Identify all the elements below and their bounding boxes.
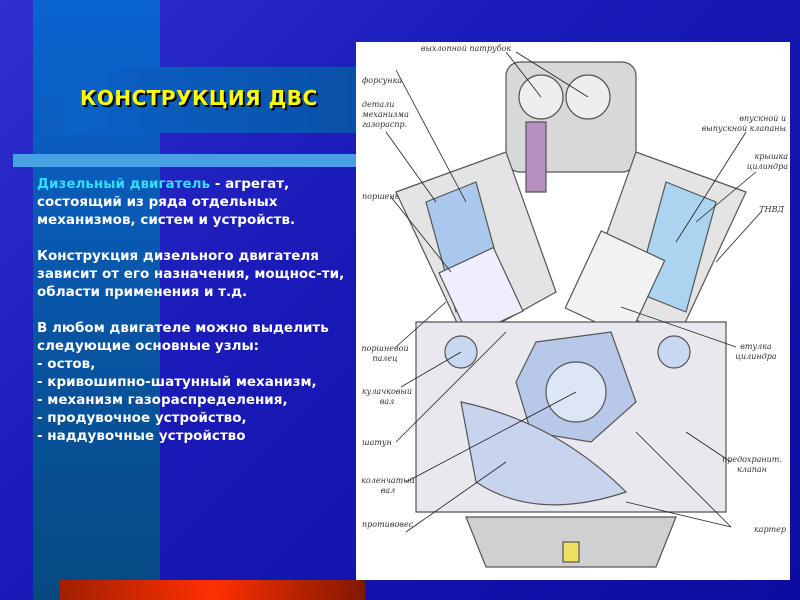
paragraph-1-text: - агрегат, состоящий из ряда отдельных м… <box>37 176 296 228</box>
label-piston: поршень <box>362 192 400 201</box>
engine-diagram: выхлопной патрубок форсунка детали механ… <box>356 42 790 580</box>
label-crankcase: картер <box>753 525 786 534</box>
label-rod: шатун <box>362 438 392 447</box>
list-item: - механизм газораспределения, <box>37 392 288 408</box>
list-item: - кривошипно-шатунный механизм, <box>37 374 317 390</box>
divider-bar <box>13 154 356 167</box>
engine-drawing <box>385 51 762 568</box>
term-highlight: Дизельный двигатель <box>37 176 211 192</box>
footer-bar <box>60 580 365 600</box>
label-counterweight: противовес <box>362 520 414 529</box>
label-pump: ТНВД <box>759 205 784 214</box>
label-pin: поршневой палец <box>361 344 409 363</box>
label-camshaft: кулачковый вал <box>361 387 413 406</box>
paragraph-1: Дизельный двигатель - агрегат, состоящий… <box>37 175 357 229</box>
slide-title: КОНСТРУКЦИЯ ДВС <box>80 86 318 110</box>
list-item: - наддувочные устройство <box>37 428 246 444</box>
label-valves: впускной и выпускной клапаны <box>701 114 786 133</box>
paragraph-2: Конструкция дизельного двигателя зависит… <box>37 248 345 300</box>
label-head: крышка цилиндра <box>746 152 788 171</box>
list-item: - продувочное устройство, <box>37 410 247 426</box>
label-liner: втулка цилиндра <box>735 342 777 361</box>
title-band <box>65 67 357 133</box>
label-crankshaft: коленчатый вал <box>361 476 415 495</box>
paragraph-3: В любом двигателе можно выделить следующ… <box>37 320 329 354</box>
label-exhaust: выхлопной патрубок <box>420 44 512 53</box>
list-item: - остов, <box>37 356 96 372</box>
slide-body: Дизельный двигатель - агрегат, состоящий… <box>37 175 357 445</box>
label-valve-parts: детали механизма газораспр. <box>362 100 409 129</box>
label-injector: форсунка <box>362 76 403 85</box>
label-safety-valve: предохранит. клапан <box>722 455 782 474</box>
